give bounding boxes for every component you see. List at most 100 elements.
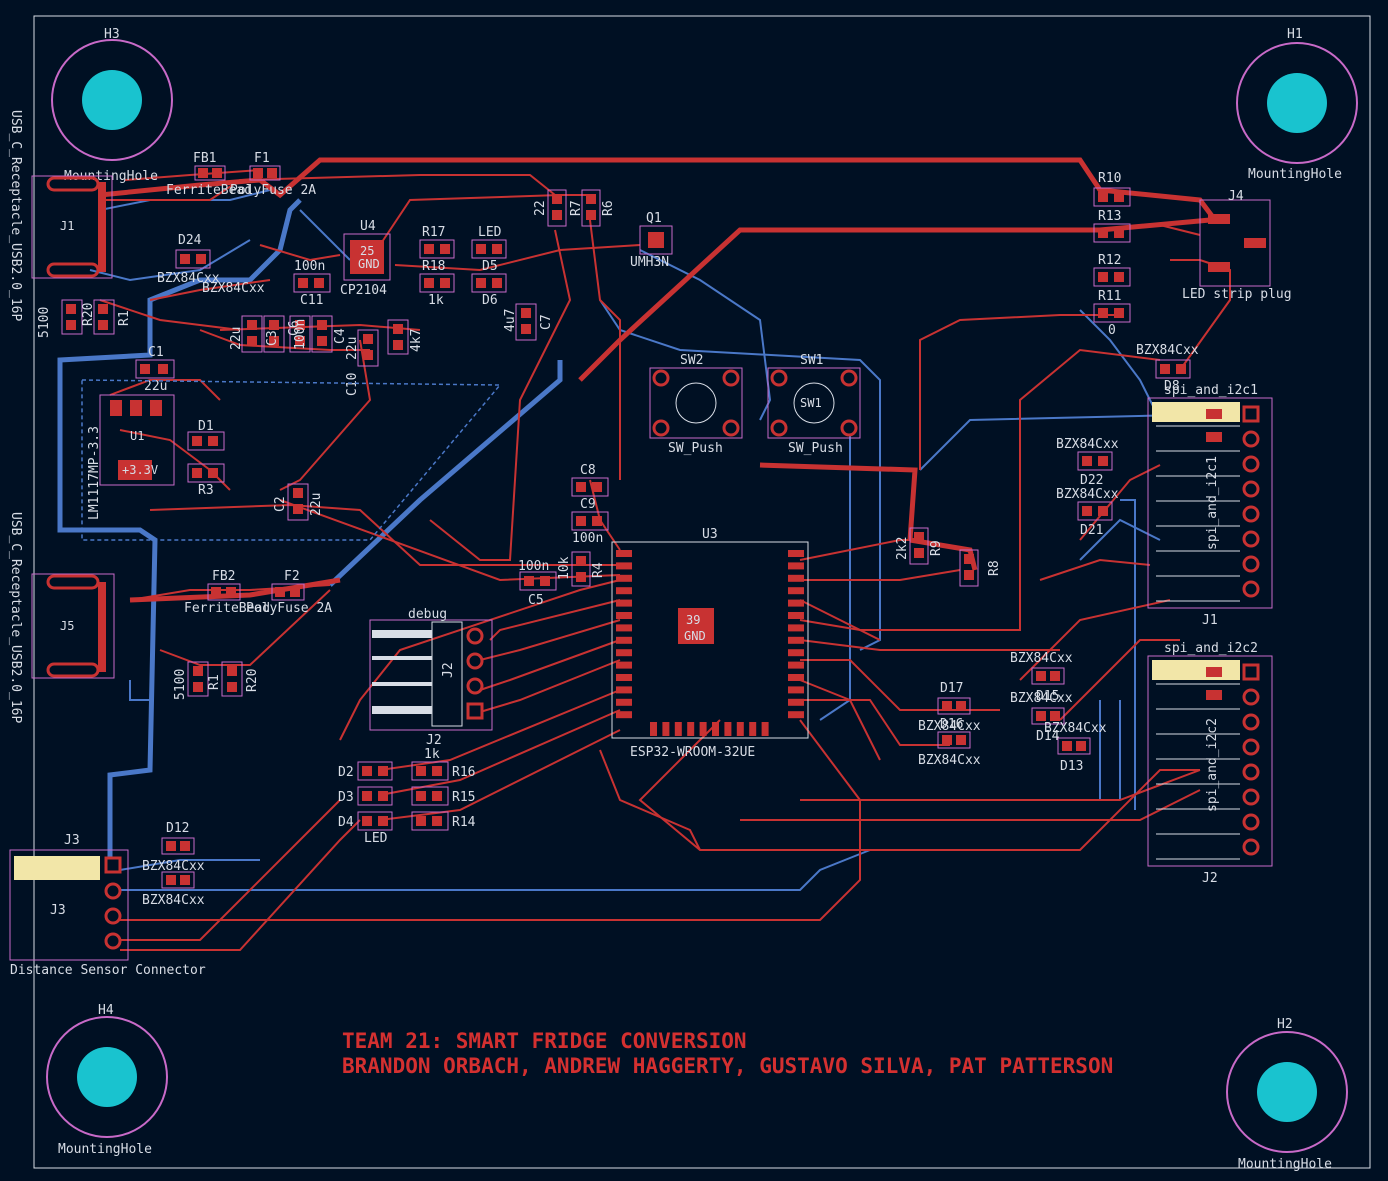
svg-text:100n: 100n [294, 259, 325, 274]
debug-header-j2: debug J2 J2 [369, 607, 493, 748]
esp32-pin-pad [616, 674, 632, 681]
svg-text:BZX84Cxx: BZX84Cxx [1056, 437, 1119, 452]
mounting-hole-h3: H3 MountingHole [51, 27, 173, 184]
svg-text:R10: R10 [1098, 171, 1121, 186]
header-j2-spi-i2c2: spi_and_i2c2 J2 spi_and_i2c2 [1147, 641, 1273, 886]
svg-text:R20: R20 [245, 669, 260, 692]
svg-text:R18: R18 [422, 259, 445, 274]
esp32-pin-pad [616, 711, 632, 719]
usb-connector-2: USB_C_Receptacle_USB2.0_16P J5 [8, 512, 115, 723]
resistor-r5: 4k7 [387, 319, 424, 355]
push-button-sw2: SW2 SW_Push [649, 353, 743, 456]
svg-text:LED strip plug: LED strip plug [1182, 287, 1292, 302]
svg-text:C9: C9 [580, 497, 596, 512]
esp32-pin-pad [788, 562, 804, 570]
diode-d8: BZX84Cxx D8 [1136, 343, 1199, 394]
capacitor-bank: 22u C3 100n C6 C4 [229, 315, 348, 353]
back-copper-power [57, 198, 563, 860]
svg-text:D3: D3 [338, 790, 354, 805]
svg-text:R13: R13 [1098, 209, 1121, 224]
svg-text:FerriteBead: FerriteBead [166, 183, 252, 198]
header-smd-pad [1206, 409, 1222, 419]
capacitors-c8-c9: C8 C9 100n [571, 463, 609, 546]
svg-text:C10: C10 [345, 373, 360, 396]
diodes-d13-d17: D17 BZX84Cxx D16 BZX84Cxx BZX84Cxx D15 B… [918, 651, 1107, 774]
front-copper-traces [99, 169, 1231, 951]
esp32-pin-pad [616, 686, 632, 694]
esp32-module-u3: 39 GND U3 ESP32-WROOM-32UE [611, 527, 809, 760]
svg-text:J4: J4 [1228, 189, 1244, 204]
esp32-pin-pad [788, 698, 804, 706]
esp32-pin-pad [616, 661, 632, 669]
esp32-pin-pad [724, 722, 732, 736]
svg-text:D2: D2 [338, 765, 354, 780]
svg-text:100n: 100n [518, 559, 549, 574]
svg-text:R4: R4 [591, 562, 606, 578]
svg-text:R16: R16 [452, 765, 475, 780]
svg-text:D16: D16 [940, 717, 963, 732]
esp32-pin-pad [788, 574, 804, 582]
esp32-pin-pad [616, 649, 632, 657]
svg-text:ESP32-WROOM-32UE: ESP32-WROOM-32UE [630, 745, 755, 760]
esp32-pin-pad [788, 661, 804, 669]
esp32-pin-pad [788, 624, 804, 632]
svg-text:C6: C6 [287, 320, 302, 336]
diode-d1: D1 R3 [187, 419, 225, 498]
svg-text:U3: U3 [702, 527, 718, 542]
capacitor-c7: 4u7 C7 [503, 303, 554, 341]
svg-text:BZX84Cxx: BZX84Cxx [918, 753, 981, 768]
svg-text:D13: D13 [1060, 759, 1083, 774]
svg-text:D8: D8 [1164, 379, 1180, 394]
svg-text:F2: F2 [284, 569, 300, 584]
svg-text:22: 22 [533, 200, 548, 216]
esp32-pin-pad [788, 686, 804, 694]
svg-text:J1: J1 [1202, 613, 1218, 628]
header-pin [1242, 763, 1260, 781]
svg-text:5100: 5100 [173, 669, 188, 700]
svg-text:C2: C2 [273, 496, 288, 512]
svg-text:UMH3N: UMH3N [630, 255, 669, 270]
esp32-pin-pad [788, 599, 804, 607]
svg-text:22u: 22u [229, 327, 244, 350]
svg-text:22u: 22u [309, 493, 324, 516]
svg-text:SW_Push: SW_Push [788, 441, 843, 456]
board-title-line2: BRANDON ORBACH, ANDREW HAGGERTY, GUSTAVO… [342, 1054, 1113, 1078]
capacitor-c10: C10 22u [345, 329, 379, 396]
esp32-pin-pad [788, 674, 804, 681]
usb-connector-1: USB_C_Receptacle_USB2.0_16P J1 [8, 110, 113, 321]
svg-text:LED: LED [364, 831, 388, 846]
esp32-pin-pad [699, 722, 707, 736]
svg-text:4k7: 4k7 [409, 329, 424, 352]
header-smd-pad [1206, 432, 1222, 442]
svg-text:spi_and_i2c1: spi_and_i2c1 [1164, 383, 1258, 398]
svg-text:Distance Sensor Connector: Distance Sensor Connector [10, 963, 206, 978]
svg-text:D14: D14 [1036, 729, 1060, 744]
svg-text:spi_and_i2c1: spi_and_i2c1 [1205, 456, 1220, 550]
svg-text:R20: R20 [81, 303, 96, 326]
svg-text:H1: H1 [1287, 27, 1303, 42]
esp32-pin-pad [616, 698, 632, 706]
esp32-pin-pad [662, 722, 670, 736]
svg-text:MountingHole: MountingHole [1238, 1157, 1332, 1172]
svg-text:J3: J3 [50, 903, 66, 918]
mounting-hole-h4: H4 MountingHole [46, 1003, 168, 1157]
capacitor-c5: 100n C5 [518, 559, 557, 608]
svg-text:spi_and_i2c2: spi_and_i2c2 [1205, 718, 1220, 812]
svg-text:GND: GND [358, 257, 380, 271]
esp32-pin-pad [616, 550, 632, 557]
header-pin [1242, 580, 1260, 598]
polyfuse-f2: F2 PolyFuse 2A [246, 569, 332, 616]
header-pin [1242, 480, 1260, 498]
diodes-d12-d11: D12 BZX84Cxx BZX84Cxx [142, 821, 205, 908]
svg-text:D1: D1 [198, 419, 214, 434]
svg-text:F1: F1 [254, 151, 270, 166]
header-pin [1242, 688, 1260, 706]
diode-d24: D24 BZX84Cxx BZX84Cxx [157, 233, 265, 296]
header-smd-pad [1206, 690, 1222, 700]
svg-text:0: 0 [1108, 323, 1116, 338]
svg-text:BZX84Cxx: BZX84Cxx [1044, 721, 1107, 736]
resistors-r7-r6: 22 R7 R6 [533, 189, 616, 227]
svg-text:1k: 1k [424, 747, 440, 762]
esp32-pin-pad [788, 711, 804, 719]
usb-uart-u4: 25 GND U4 CP2104 [340, 219, 391, 298]
